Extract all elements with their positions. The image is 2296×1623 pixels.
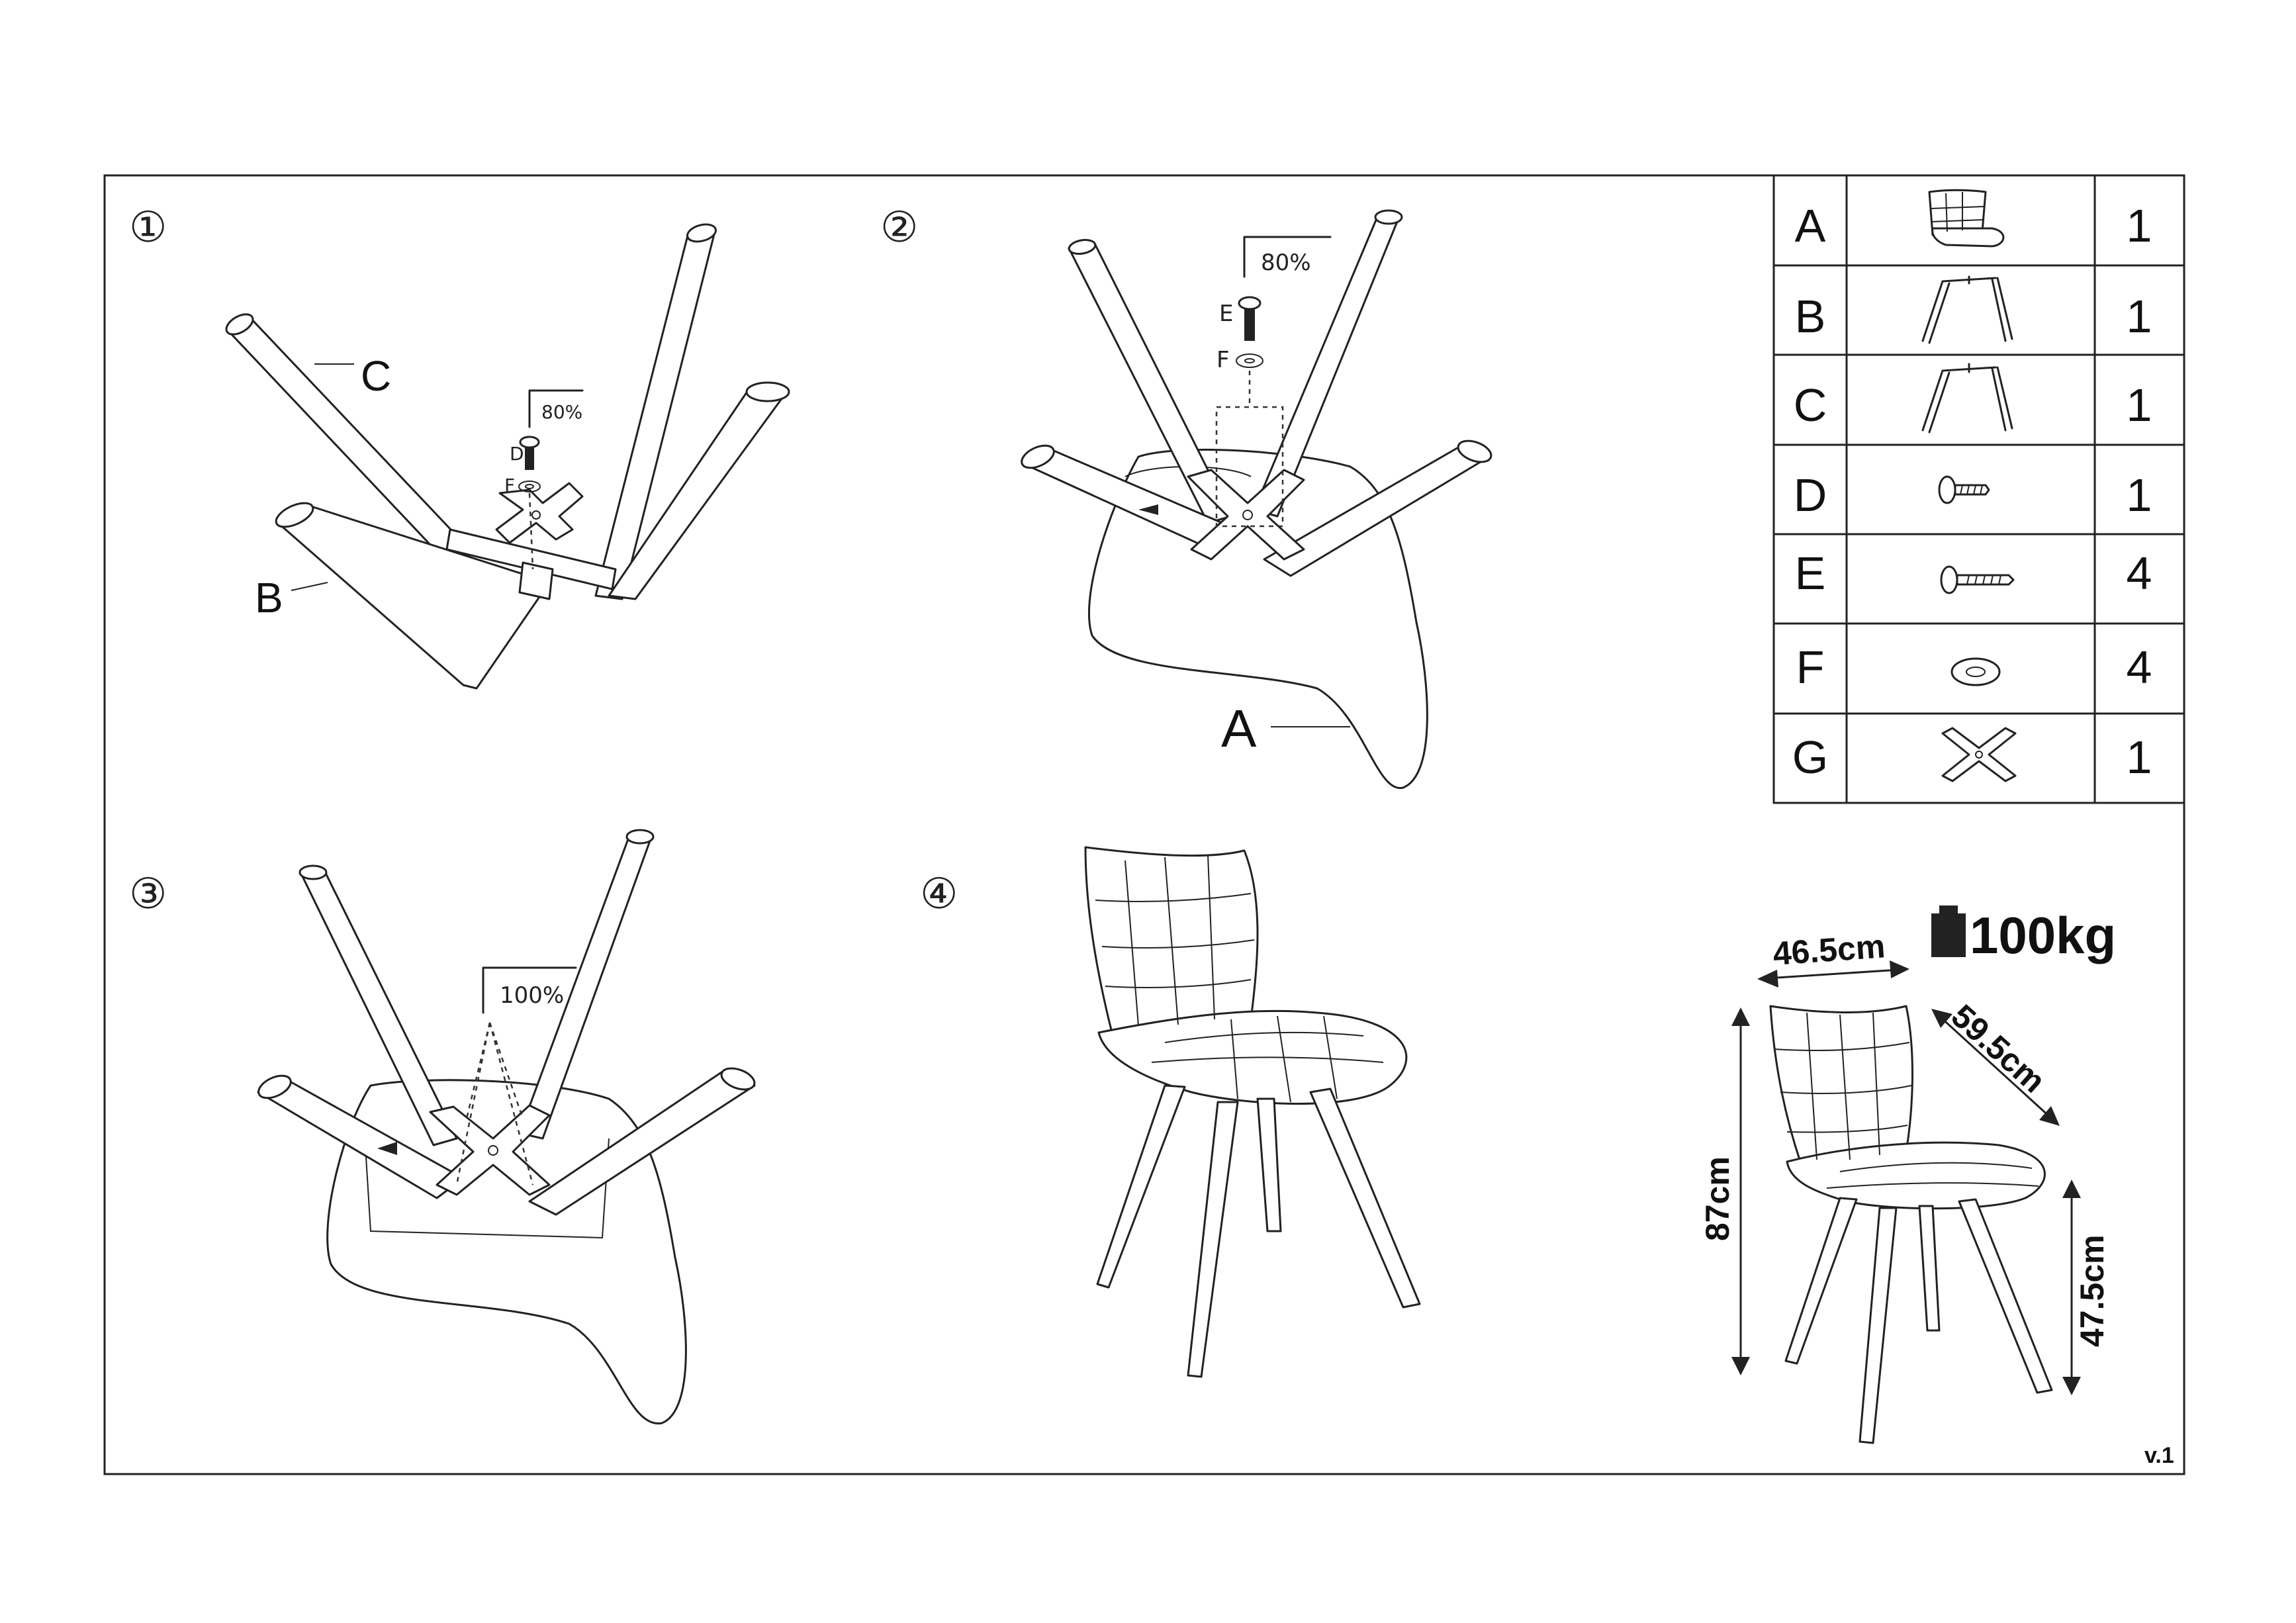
part-f-letter: F (1796, 641, 1825, 693)
arrow-icon (1138, 504, 1158, 515)
height-label: 87cm (1699, 1156, 1736, 1241)
part-d-qty: 1 (2127, 469, 2152, 521)
part-g-letter: G (1792, 731, 1828, 783)
arrow-icon (377, 1142, 397, 1155)
version-label: v.1 (2144, 1443, 2174, 1468)
step-1-hint: 80% (541, 401, 582, 423)
width-label: 46.5cm (1772, 927, 1886, 972)
max-load: 100kg (1970, 906, 2116, 964)
depth-arrow (1931, 1009, 2060, 1126)
step-3-number: ③ (129, 870, 167, 919)
width-arrow (1757, 960, 1909, 988)
short-bolt-icon (1938, 475, 1990, 504)
seat-icon (1928, 189, 2005, 248)
step-2-number: ② (880, 203, 918, 252)
chair-leg-back-left (1256, 1097, 1282, 1232)
chair-leg-front-left (1096, 1084, 1186, 1289)
frame-bar (445, 528, 617, 590)
part-b-letter: B (1795, 291, 1826, 342)
seat-outline (326, 1079, 687, 1424)
chair-leg-front-right (1187, 1101, 1239, 1378)
label-d: D (510, 443, 524, 465)
leg-right (528, 1071, 756, 1216)
hex-key-icon (482, 966, 577, 1014)
leg-frame-icon (1921, 275, 2013, 344)
bolt-icon (525, 443, 534, 470)
seat-height-label: 47.5cm (2074, 1234, 2111, 1347)
bolt-icon (1244, 308, 1255, 341)
depth-label: 59.5cm (1945, 997, 2053, 1100)
chair-leg-back-right (1958, 1198, 2053, 1394)
washer-icon (1236, 353, 1263, 368)
seat-outline (1087, 448, 1428, 789)
cross-plate-icon (1941, 727, 2017, 782)
leg-frame-icon (1921, 363, 2013, 434)
label-e: E (1219, 301, 1233, 327)
parts-table: A 1 B 1 C 1 D 1 E (1772, 174, 2185, 804)
label-f: F (504, 475, 515, 496)
part-c-qty: 1 (2127, 379, 2152, 431)
chair-leg-back-right (1309, 1088, 1421, 1309)
part-e-qty: 4 (2127, 547, 2152, 599)
label-c: C (361, 352, 391, 400)
step-1-number: ① (129, 203, 167, 252)
label-f: F (1217, 347, 1230, 373)
part-g-qty: 1 (2127, 731, 2152, 783)
washer-icon (1951, 657, 2001, 686)
hex-key-icon (528, 389, 584, 428)
part-a-qty: 1 (2127, 200, 2152, 252)
page-frame (103, 174, 2185, 1475)
hex-key-icon (1243, 236, 1332, 278)
weight-icon (1931, 905, 1966, 957)
label-a: A (1221, 699, 1257, 758)
part-b-qty: 1 (2127, 291, 2152, 342)
step-2: ② E F 80% A (880, 203, 1492, 789)
height-arrow (1731, 1007, 1750, 1375)
step-3: ③ 100% (129, 829, 756, 1424)
chair-seat (1786, 1141, 2046, 1210)
part-d-letter: D (1794, 469, 1827, 521)
step-2-hint: 80% (1261, 250, 1311, 276)
chair-leg-back-left (1918, 1205, 1941, 1332)
step-4: ④ (920, 846, 1421, 1378)
part-c-letter: C (1794, 379, 1827, 431)
cross-plate (429, 1104, 551, 1196)
cross-plate (1187, 469, 1305, 561)
dimensions-drawing: 100kg 46.5cm 59.5cm 87cm (1699, 905, 2116, 1444)
long-bolt-icon (1940, 565, 2015, 594)
chair-leg-front-left (1784, 1197, 1858, 1365)
step-4-number: ④ (920, 870, 958, 919)
step-3-hint: 100% (500, 982, 564, 1009)
seat-height-arrow (2062, 1180, 2081, 1395)
chair-leg-front-right (1859, 1207, 1898, 1444)
label-b: B (255, 574, 283, 622)
part-f-qty: 4 (2127, 641, 2152, 693)
step-1: ① 80% C B D F (129, 203, 790, 690)
part-a-letter: A (1795, 200, 1826, 252)
part-e-letter: E (1795, 547, 1826, 599)
washer-icon (518, 481, 541, 492)
